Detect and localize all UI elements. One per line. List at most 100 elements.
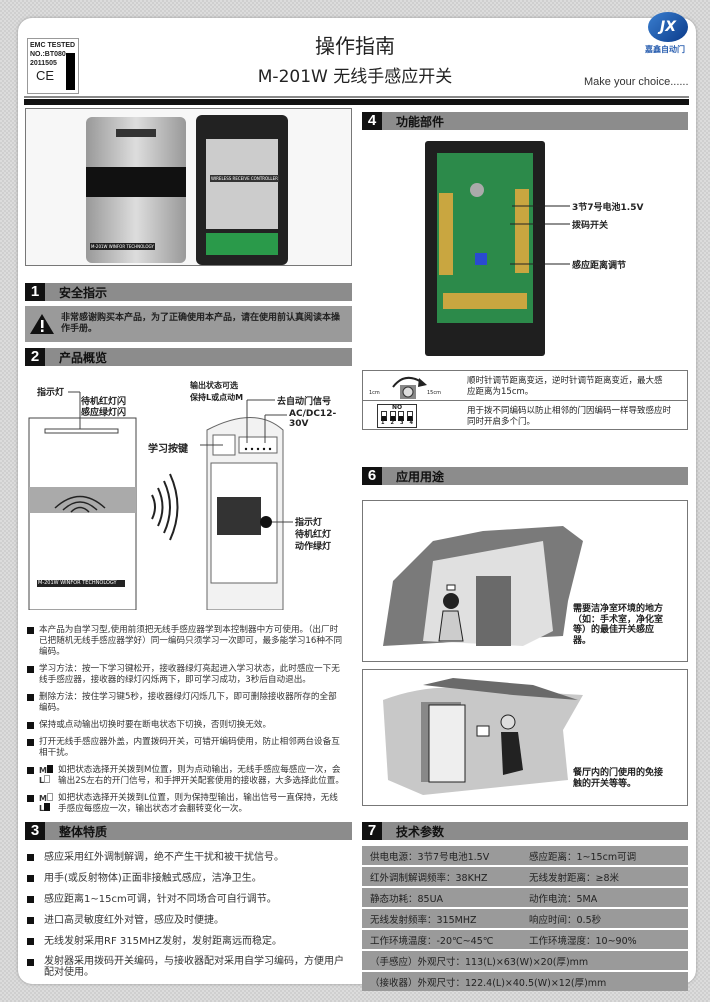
list-item: 学习方法：按一下学习键松开，接收器绿灯亮起进入学习状态，此时感应一下无线手感应器…: [27, 664, 345, 686]
list-item: 感应采用红外调制解调，绝不产生干扰和被干扰信号。: [27, 851, 347, 864]
spec-cell: （接收器）外观尺寸：122.4(L)×40.5(W)×12(厚)mm: [370, 977, 607, 989]
label-rx-action: 动作绿灯: [295, 542, 332, 552]
label-dip-switch: 拨码开关: [572, 221, 609, 231]
list-item: 无线发射采用RF 315MHZ发射，发射距离远而稳定。: [27, 935, 347, 948]
label-power: AC/DC12-30V: [289, 409, 337, 429]
label-distance-adjust: 感应距离调节: [572, 261, 627, 271]
bullet-text: 打开无线手感应器外盖，内置拨码开关，可错开编码使用，防止相邻两台设备互相干扰。: [39, 737, 340, 758]
switch-l: L: [39, 776, 45, 785]
pcb-callout-lines: [510, 205, 570, 265]
warning-icon: [30, 314, 54, 334]
tagline: Make your choice......: [584, 76, 689, 88]
spec-cell: 感应距离：1~15cm可调: [529, 851, 637, 863]
section-number: 7: [362, 822, 382, 840]
list-item: 发射器采用拨码开关编码，与接收器配对采用自学习编码，方便用户配对使用。: [27, 956, 347, 978]
logo-text: 嘉鑫自动门: [645, 45, 685, 54]
overview-drawing: [28, 391, 293, 610]
section-title: 安全指示: [59, 285, 108, 300]
receiver-photo-label: WIRELESS RECEIVE CONTROLLER: [210, 175, 279, 182]
label-rx-indicator: 指示灯: [295, 518, 323, 528]
table-row: 工作环境温度：-20℃~45℃ 工作环境湿度：10~90%: [362, 930, 688, 949]
bullet-text: 本产品为自学习型,使用前须把无线手感应器学到本控制器中方可使用。（出厂时已把随机…: [39, 625, 343, 657]
label-hold-or-pulse: 保持L或点动M: [190, 393, 244, 402]
transmitter-photo: M-201W WINFOR TECHNOLOGY: [86, 117, 186, 263]
label-standby-flash: 待机红灯闪: [81, 397, 127, 407]
knob-icon: [392, 376, 427, 399]
dip-label: NO: [391, 404, 403, 411]
dip-num: 2: [390, 420, 394, 426]
cleanroom-illustration: [383, 526, 583, 646]
section-1-header: 1 安全指示: [25, 283, 352, 301]
knob-description: 顺时针调节距离变远，逆时针调节距离变近，最大感应距离为15cm。: [467, 376, 663, 397]
switch-m: M: [39, 766, 47, 775]
adjustment-box: 1cm 15cm 顺时针调节距离变远，逆时针调节距离变近，最大感应距离为15cm…: [362, 370, 688, 430]
page-title: 操作指南: [315, 34, 395, 58]
use-case-restaurant: 餐厅内的门使用的免接触的开关等等。: [362, 669, 688, 806]
bullet-text: 如把状态选择开关拨到L位置，则为保持型输出，输出信号一直保持，无线手感应每感应一…: [58, 793, 338, 814]
section-number: 2: [25, 348, 45, 366]
list-item: 进口高灵敏度红外对管，感应及时便捷。: [27, 914, 347, 927]
pcb-photo: [425, 141, 545, 356]
emc-bar: [66, 53, 75, 90]
warning-text: 非常感谢购买本产品，为了正确使用本产品，请在使用前认真阅读本操作手册。: [61, 313, 341, 334]
label-rx-standby: 待机红灯: [295, 530, 332, 540]
section-number: 1: [25, 283, 45, 301]
warning-box: 非常感谢购买本产品，为了正确使用本产品，请在使用前认真阅读本操作手册。: [25, 306, 352, 342]
section-title: 应用用途: [396, 469, 445, 484]
dip-num: 3: [400, 420, 404, 426]
header-bar: [24, 99, 689, 105]
restaurant-illustration: [383, 678, 583, 795]
spec-cell: 静态功耗：85UA: [370, 893, 444, 905]
emc-number: NO.:BT080: [30, 51, 66, 58]
device-label: M-201W WINFOR TECHNOLOGY: [38, 580, 117, 586]
section-4-header: 4 功能部件: [362, 112, 688, 130]
spec-cell: 响应时间：0.5秒: [529, 914, 602, 926]
spec-cell: 红外调制解调频率：38KHZ: [370, 872, 488, 884]
list-item: 删除方法：按住学习键5秒，接收器绿灯闪烁几下，即可删除接收器所存的全部编码。: [27, 692, 345, 714]
list-item: 打开无线手感应器外盖，内置拨码开关，可错开编码使用，防止相邻两台设备互相干扰。: [27, 737, 345, 759]
bullet-text: 进口高灵敏度红外对管，感应及时便捷。: [44, 915, 224, 926]
logo-mark: JX: [659, 19, 676, 35]
label-output-state: 输出状态可选: [190, 381, 238, 390]
emc-badge: EMC TESTED NO.:BT080 2011505 CE: [27, 38, 79, 94]
section-number: 6: [362, 467, 382, 485]
list-item: 本产品为自学习型,使用前须把无线手感应器学到本控制器中方可使用。（出厂时已把随机…: [27, 625, 345, 658]
section-6-header: 6 应用用途: [362, 467, 688, 485]
bullet-text: 感应采用红外调制解调，绝不产生干扰和被干扰信号。: [44, 852, 284, 863]
receiver-photo: WIRELESS RECEIVE CONTROLLER: [196, 115, 288, 265]
page-subtitle: M-201W 无线手感应开关: [257, 67, 453, 87]
section-title: 功能部件: [396, 114, 445, 129]
ce-mark: CE: [36, 68, 55, 83]
label-indicator: 指示灯: [37, 388, 65, 398]
spec-cell: （手感应）外观尺寸：113(L)×63(W)×20(厚)mm: [370, 956, 589, 968]
dip-num: 1: [381, 420, 385, 426]
spec-cell: 工作环境温度：-20℃~45℃: [370, 935, 494, 947]
list-item: 用手(或反射物体)正面非接触式感应，洁净卫生。: [27, 872, 347, 885]
emc-date: 2011505: [30, 60, 57, 67]
label-learn-key: 学习按键: [148, 444, 188, 455]
overview-diagram: 指示灯 待机红灯闪 感应绿灯闪 输出状态可选 保持L或点动M 去自动门信号 AC…: [25, 370, 352, 610]
emc-title: EMC TESTED: [30, 42, 76, 49]
label-to-door-signal: 去自动门信号: [277, 397, 332, 407]
bullet-text: 无线发射采用RF 315MHZ发射，发射距离远而稳定。: [44, 936, 282, 947]
list-item: 保持或点动输出切换时要在断电状态下切换，否则切换无效。: [27, 720, 345, 731]
switch-l: L: [39, 804, 45, 813]
bullet-text: 用手(或反射物体)正面非接触式感应，洁净卫生。: [44, 873, 262, 884]
section-number: 4: [362, 112, 382, 130]
spec-cell: 工作环境湿度：10~90%: [529, 935, 637, 947]
dip-description: 用于拨不同编码以防止相邻的门因编码一样导致感应时同时开启多个门。: [467, 406, 672, 427]
bullet-text: 感应距离1~15cm可调，针对不同场合可自行调节。: [44, 894, 277, 905]
use-case-text: 需要洁净室环境的地方（如：手术室，净化室等）的最佳开关感应器。: [573, 604, 664, 646]
table-row: （手感应）外观尺寸：113(L)×63(W)×20(厚)mm: [362, 951, 688, 970]
